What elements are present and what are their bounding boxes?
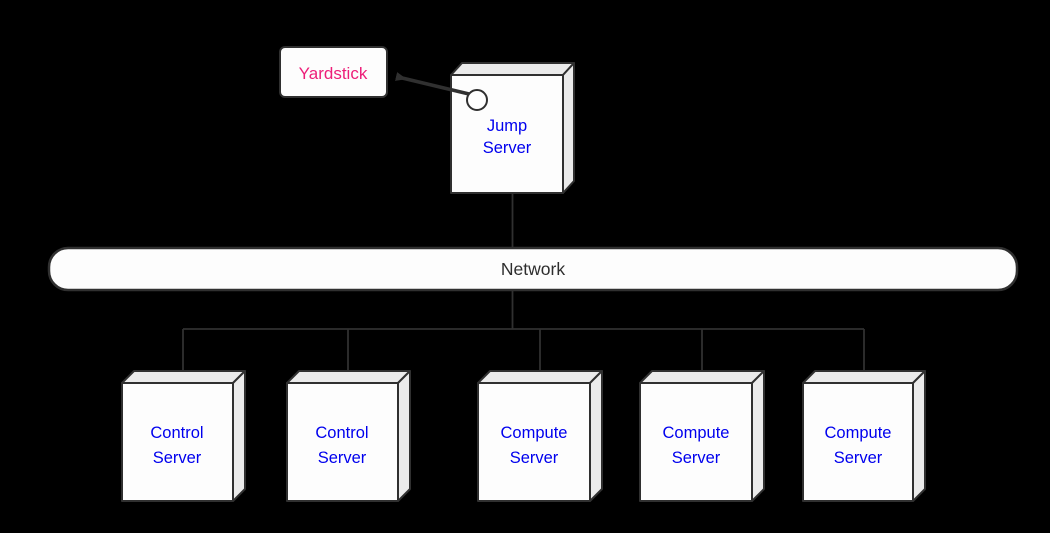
- node-front-face: [639, 382, 753, 502]
- node-front-face: [477, 382, 591, 502]
- node-right-face: [589, 370, 603, 502]
- server-2-label-line2: Server: [318, 449, 367, 467]
- server-3-label-line1: Compute: [501, 424, 568, 442]
- node-right-face: [751, 370, 765, 502]
- node-top-face: [639, 370, 765, 384]
- node-front-face: [802, 382, 914, 502]
- yardstick-note-box: [279, 46, 388, 98]
- node-right-face: [232, 370, 246, 502]
- node-right-face: [912, 370, 926, 502]
- network-label: Network: [501, 259, 565, 279]
- server-4-label-line1: Compute: [663, 424, 730, 442]
- server-5-label-line1: Compute: [825, 424, 892, 442]
- server-5-label-line2: Server: [834, 449, 883, 467]
- node-top-face: [802, 370, 926, 384]
- node-control-server-1: [121, 370, 246, 502]
- yardstick-note-label: Yardstick: [299, 64, 368, 83]
- jump-server-label-line1: Jump: [487, 117, 527, 135]
- server-2-label-line1: Control: [315, 424, 368, 442]
- node-right-face: [562, 62, 575, 194]
- network-bus-box: [47, 246, 1019, 292]
- connector-lines: [182, 193, 865, 371]
- arrow-jump-to-yardstick: [395, 72, 470, 96]
- server-3-label-line2: Server: [510, 449, 559, 467]
- node-compute-server-1: [477, 370, 603, 502]
- jump-server-label-line2: Server: [483, 139, 532, 157]
- node-top-face: [477, 370, 603, 384]
- server-1-label-line2: Server: [153, 449, 202, 467]
- node-control-server-2: [286, 370, 411, 502]
- node-jump-server: [450, 62, 575, 194]
- node-compute-server-3: [802, 370, 926, 502]
- node-right-face: [397, 370, 411, 502]
- node-top-face: [286, 370, 411, 384]
- server-1-label-line1: Control: [150, 424, 203, 442]
- node-front-face: [286, 382, 399, 502]
- node-compute-server-2: [639, 370, 765, 502]
- server-4-label-line2: Server: [672, 449, 721, 467]
- interface-port-icon: [466, 89, 488, 111]
- node-top-face: [450, 62, 575, 76]
- node-front-face: [121, 382, 234, 502]
- node-top-face: [121, 370, 246, 384]
